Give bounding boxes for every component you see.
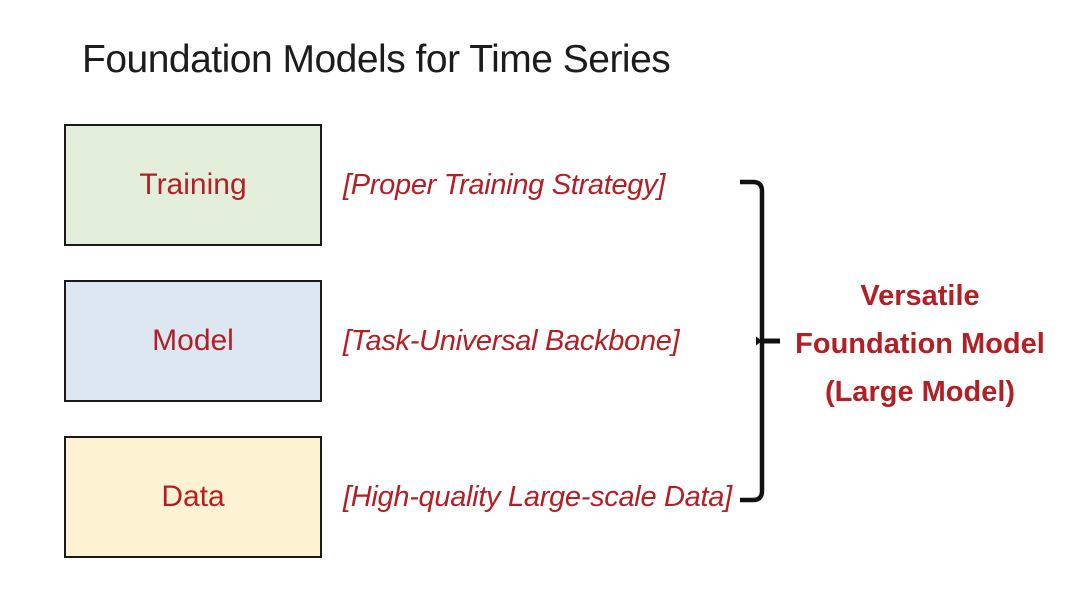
training-box: Training xyxy=(64,124,322,246)
model-box: Model xyxy=(64,280,322,402)
model-box-label: Model xyxy=(152,324,234,357)
data-box-label: Data xyxy=(161,480,225,513)
data-annotation: [High-quality Large-scale Data] xyxy=(343,480,732,513)
right-brace-icon xyxy=(740,179,780,503)
training-annotation: [Proper Training Strategy] xyxy=(343,168,666,201)
result-line-foundation-model: Foundation Model xyxy=(795,328,1045,360)
training-box-label: Training xyxy=(139,168,247,201)
result-line-large-model: (Large Model) xyxy=(824,376,1016,408)
data-box: Data xyxy=(64,436,322,558)
result-text-block: Versatile Foundation Model (Large Model) xyxy=(775,272,1065,416)
result-line-versatile: Versatile xyxy=(860,280,980,312)
page-title: Foundation Models for Time Series xyxy=(82,38,671,81)
model-annotation: [Task-Universal Backbone] xyxy=(343,324,680,357)
